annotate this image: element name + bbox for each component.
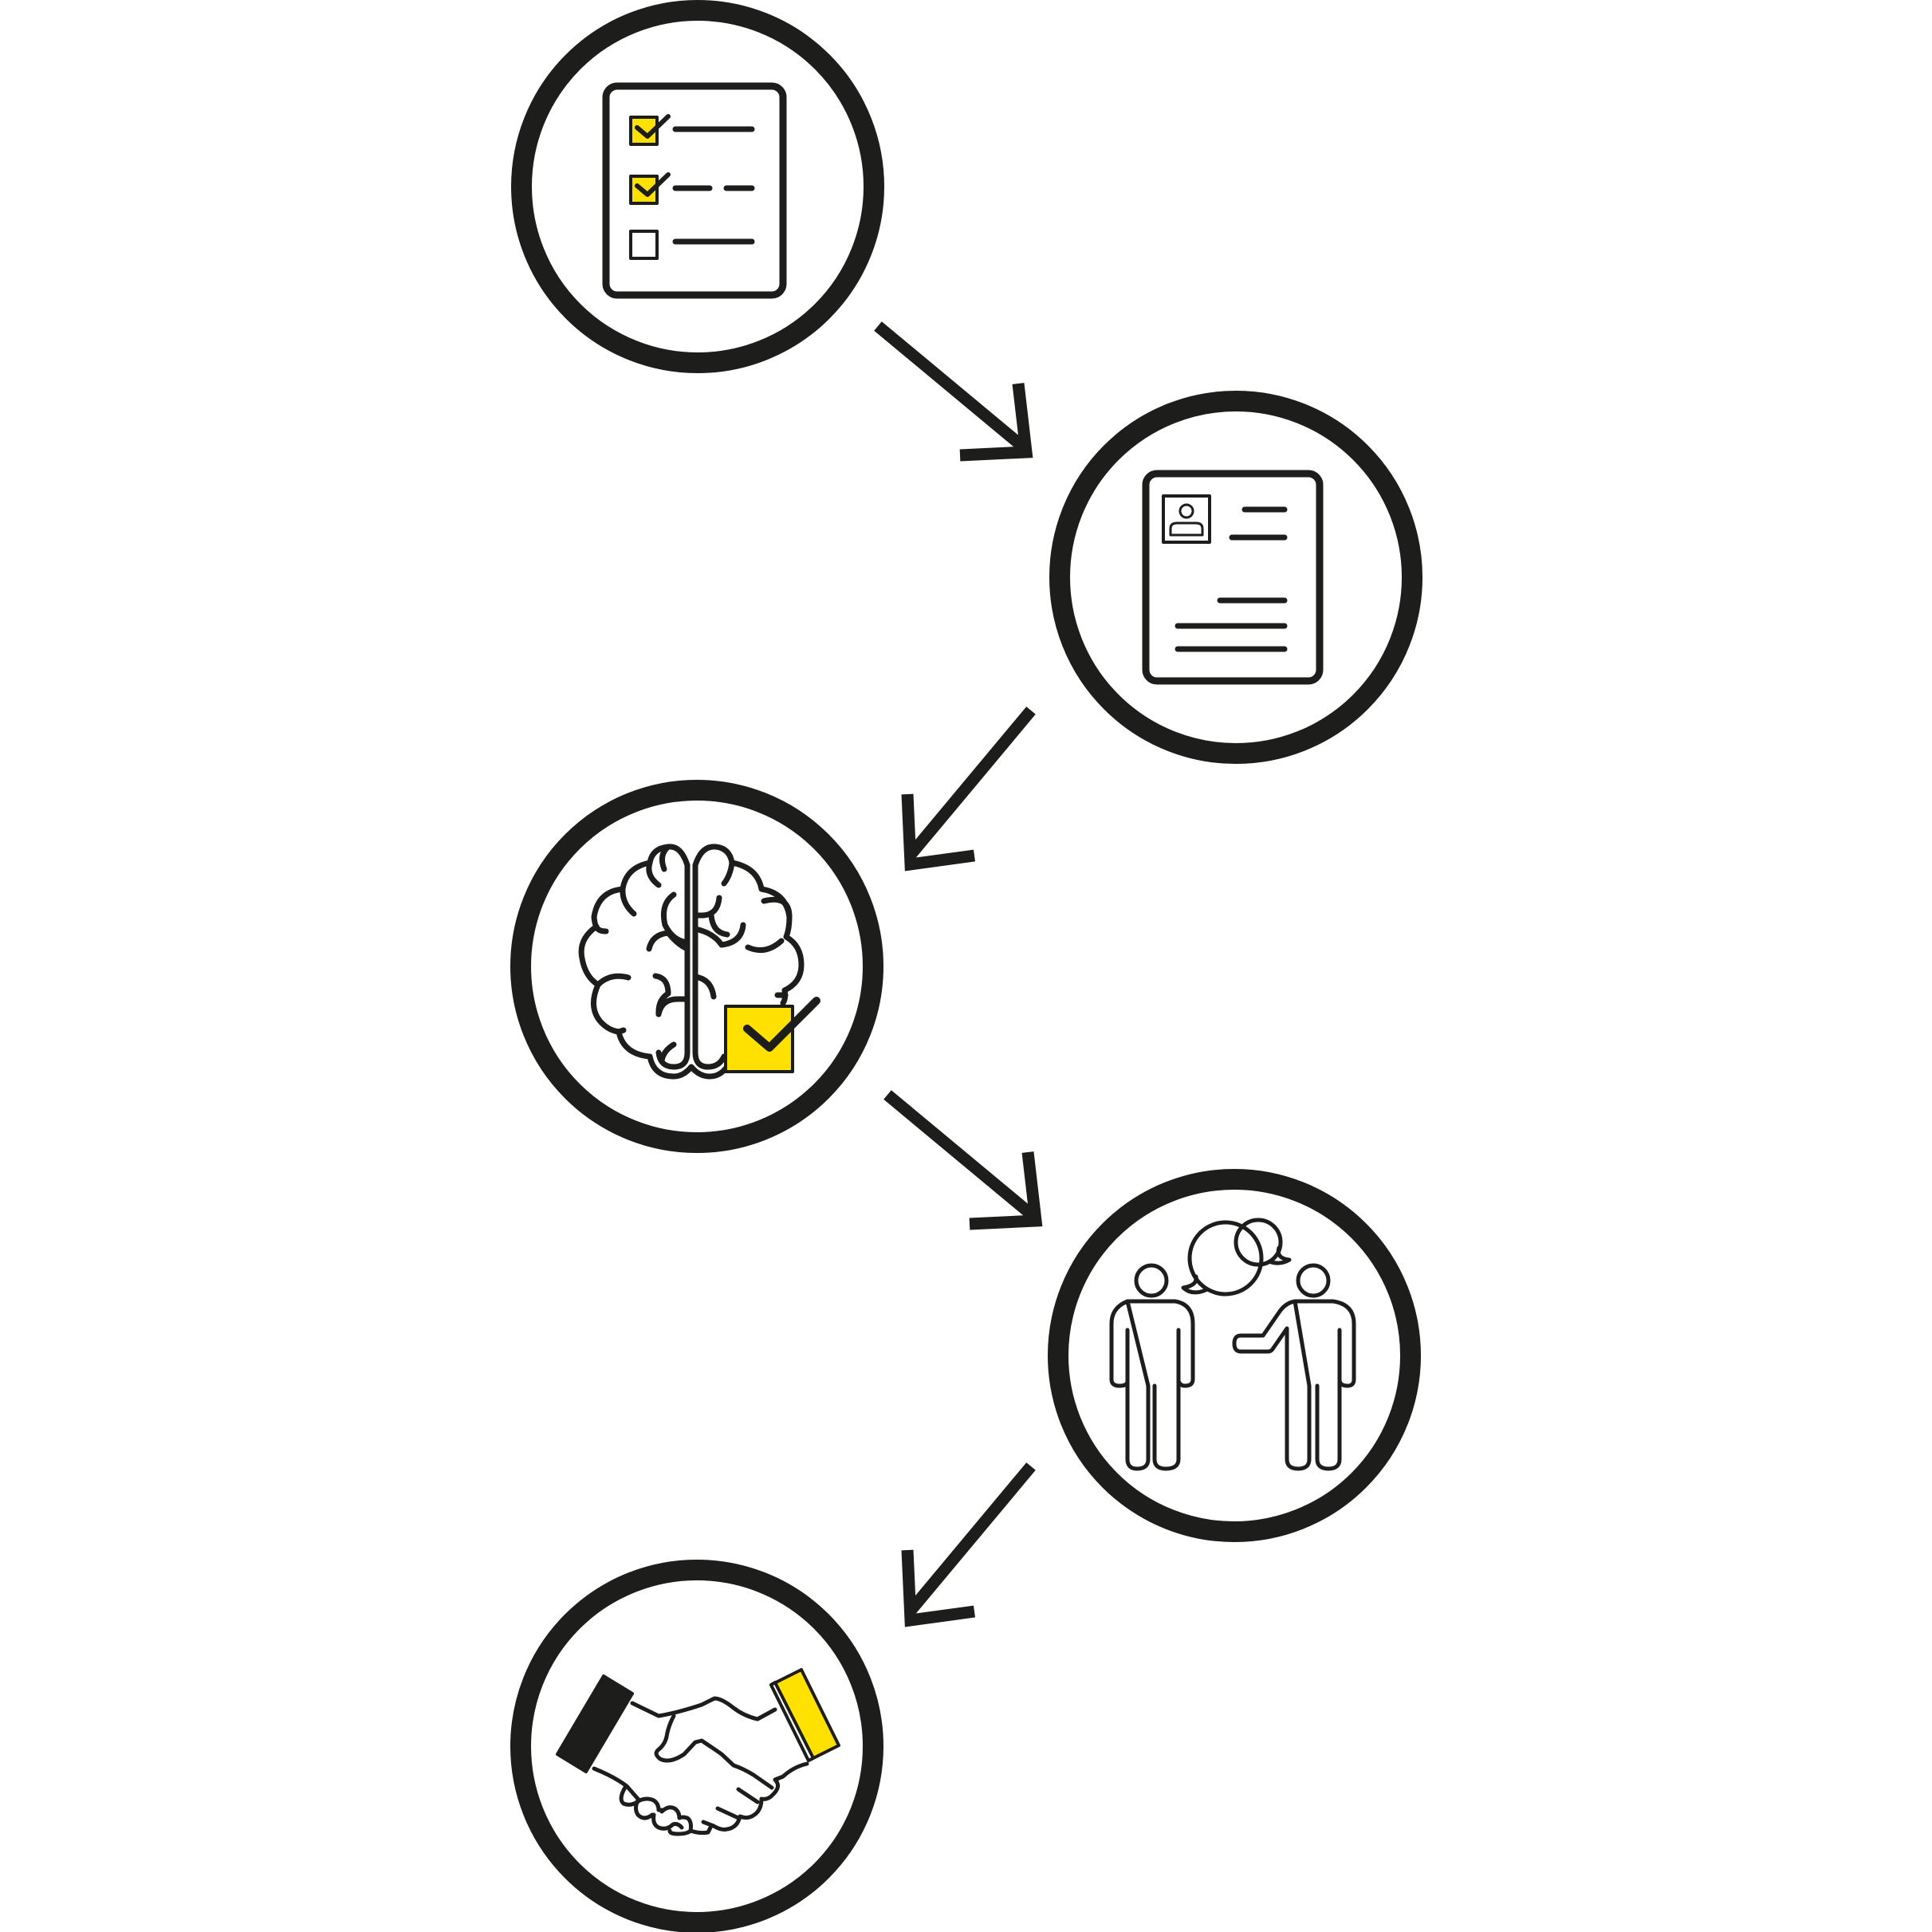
brain-check-icon [578,844,820,1080]
person-right [1232,1263,1356,1471]
step-5-circle [510,1560,883,1932]
step-1-checklist [511,0,884,373]
arrow-step4-to-step5 [901,1462,1036,1627]
profile-document-icon [1142,470,1324,685]
left-cuff [556,1674,634,1773]
step-5-handshake [510,1560,883,1932]
checklist-icon [602,82,787,299]
conversation-icon [1109,1218,1356,1471]
arrow-step2-to-step3 [901,706,1036,872]
step-1-circle [511,0,884,373]
step-4-conversation [1048,1169,1421,1542]
person-left [1109,1263,1195,1471]
speech-bubble-left [1187,1220,1264,1297]
connector-arrows [874,321,1043,1627]
handshake-icon [556,1668,840,1836]
step-3-circle [510,780,883,1153]
speech-bubble-right [1234,1218,1283,1267]
step-2-circle [1049,391,1422,764]
step-2-profile-document [1049,391,1422,764]
step-4-circle [1048,1169,1421,1542]
arrow-step3-to-step4 [883,1090,1043,1230]
step-3-brain-check [510,780,883,1153]
arrow-step1-to-step2 [874,321,1033,462]
